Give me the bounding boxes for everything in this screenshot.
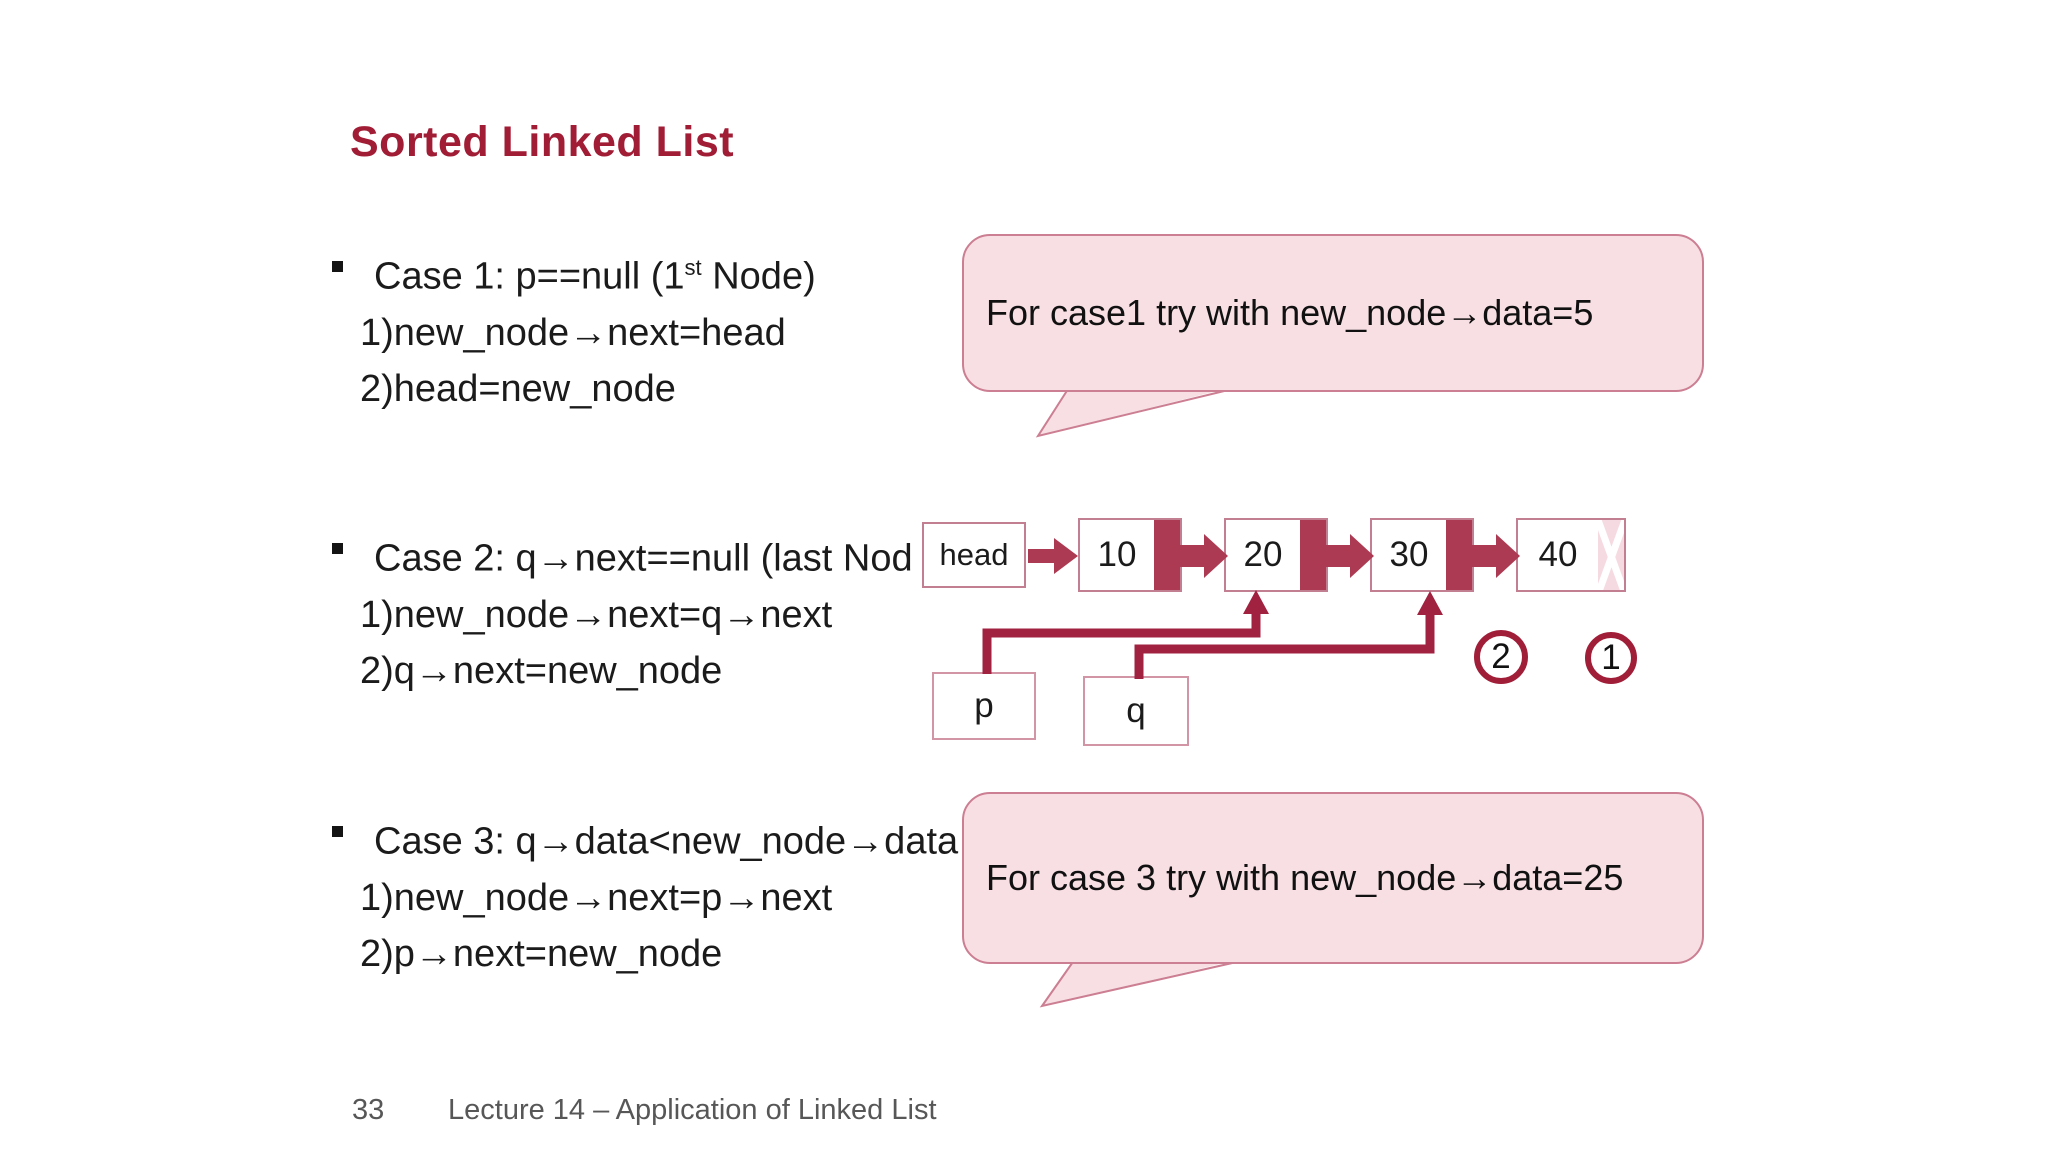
case1-heading-text: Case 1: p==null (1 <box>374 255 685 298</box>
node-value: 30 <box>1389 535 1429 574</box>
case2-heading: Case 2: q→next==null (last Nod <box>330 522 1010 587</box>
case3-heading-text: Case 3: q→data<new_node→data <box>374 820 959 863</box>
node-value: 10 <box>1097 535 1137 574</box>
node-value: 40 <box>1538 535 1578 574</box>
step-badge-1: 1 <box>1585 632 1637 684</box>
callout-case3: For case 3 try with new_node→data=25 <box>962 792 1704 964</box>
case1-heading-suffix: Node) <box>701 255 816 298</box>
next-pointer-cell <box>1300 520 1326 590</box>
page-number: 33 <box>352 1094 385 1126</box>
arrow-20-to-30-icon <box>1326 534 1374 578</box>
callout-case3-text: For case 3 try with new_node→data=25 <box>986 857 1624 898</box>
bullet-square-icon <box>332 543 343 554</box>
bubble1-tail-outline <box>1035 385 1246 438</box>
case2-heading-text: Case 2: q→next==null (last Nod <box>374 537 913 580</box>
step-badge-2: 2 <box>1474 630 1528 684</box>
pointer-q-box: q <box>1083 676 1189 746</box>
case1-step1: 1)new_node→next=head <box>360 311 786 354</box>
list-node-20: 20 <box>1224 518 1328 592</box>
node-value: 20 <box>1243 535 1283 574</box>
bullet-square-icon <box>332 826 343 837</box>
footer-lecture-title: Lecture 14 – Application of Linked List <box>448 1094 937 1126</box>
pointer-q-connector <box>1134 613 1435 679</box>
list-node-40: 40 <box>1516 518 1626 592</box>
callout-case1: For case1 try with new_node→data=5 <box>962 234 1704 392</box>
pointer-q-label: q <box>1126 691 1146 730</box>
arrow-10-to-20-icon <box>1180 534 1228 578</box>
arrow-30-to-40-icon <box>1472 534 1520 578</box>
pointer-q-arrowhead-icon <box>1417 591 1443 615</box>
case1-heading: Case 1: p==null (1st Node) <box>330 240 1010 305</box>
head-label: head <box>939 537 1009 572</box>
bubble2-tail <box>1042 957 1250 1006</box>
callout-case1-text: For case1 try with new_node→data=5 <box>986 292 1594 333</box>
pointer-p-arrowhead-icon <box>1243 590 1269 614</box>
pointer-p-box: p <box>932 672 1036 740</box>
step-badge-1-number: 1 <box>1601 638 1621 677</box>
list-node-10: 10 <box>1078 518 1182 592</box>
head-pointer-box: head <box>922 522 1026 588</box>
case3-heading: Case 3: q→data<new_node→data <box>330 805 1010 870</box>
case1-heading-sup: st <box>684 255 702 280</box>
case1-step2: 2)head=new_node <box>360 367 676 410</box>
pointer-p-label: p <box>974 686 994 725</box>
null-pointer-cell <box>1598 520 1624 590</box>
pointer-p-connector <box>982 612 1261 674</box>
next-pointer-cell <box>1154 520 1180 590</box>
case2-step1: 1)new_node→next=q→next <box>360 593 833 636</box>
bubble2-tail-outline <box>1039 958 1251 1008</box>
case3-step1: 1)new_node→next=p→next <box>360 876 833 919</box>
page-title: Sorted Linked List <box>350 118 735 166</box>
bullet-square-icon <box>332 261 343 272</box>
next-pointer-cell <box>1446 520 1472 590</box>
case3-block: Case 3: q→data<new_node→data 1)new_node→… <box>330 805 1010 982</box>
case2-block: Case 2: q→next==null (last Nod 1)new_nod… <box>330 522 1010 699</box>
case3-step2: 2)p→next=new_node <box>360 932 723 975</box>
arrow-head-to-10-icon <box>1028 538 1078 574</box>
case1-block: Case 1: p==null (1st Node) 1)new_node→ne… <box>330 240 1010 417</box>
list-node-30: 30 <box>1370 518 1474 592</box>
case2-step2: 2)q→next=new_node <box>360 649 723 692</box>
step-badge-2-number: 2 <box>1491 637 1511 676</box>
